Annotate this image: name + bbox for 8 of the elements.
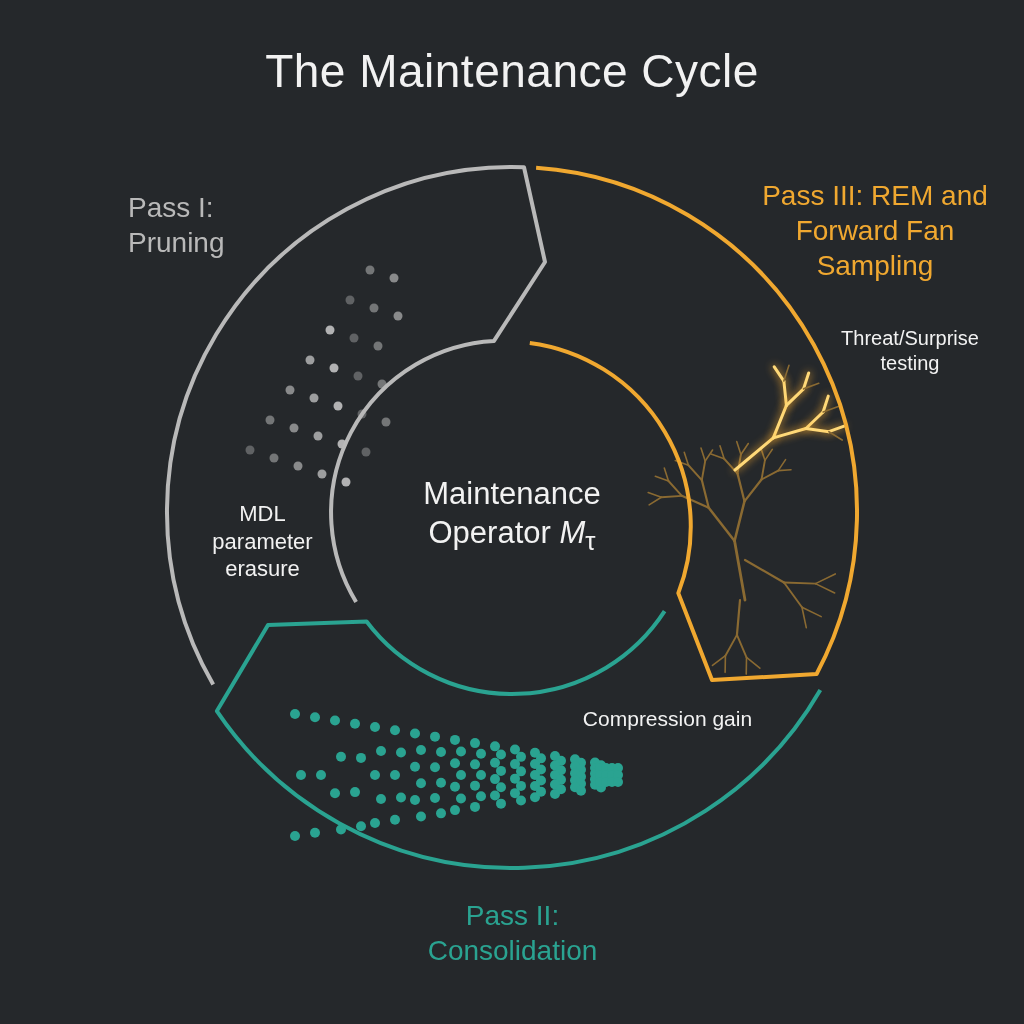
segment-text: MDL parameter erasure [211,500,314,583]
segment-heading: Pass III: REM and Forward Fan Sampling [761,179,989,283]
segment-heading: Pass I: Pruning [128,191,226,260]
segment-text: Threat/Surprise testing [840,326,980,376]
segment-heading: Maintenance Operator M$_{τ}$ [422,475,602,557]
segment-text: Compression gain [581,706,754,732]
title: The Maintenance Cycle [264,44,760,98]
segment-heading: Pass II: Consolidation [426,899,599,968]
